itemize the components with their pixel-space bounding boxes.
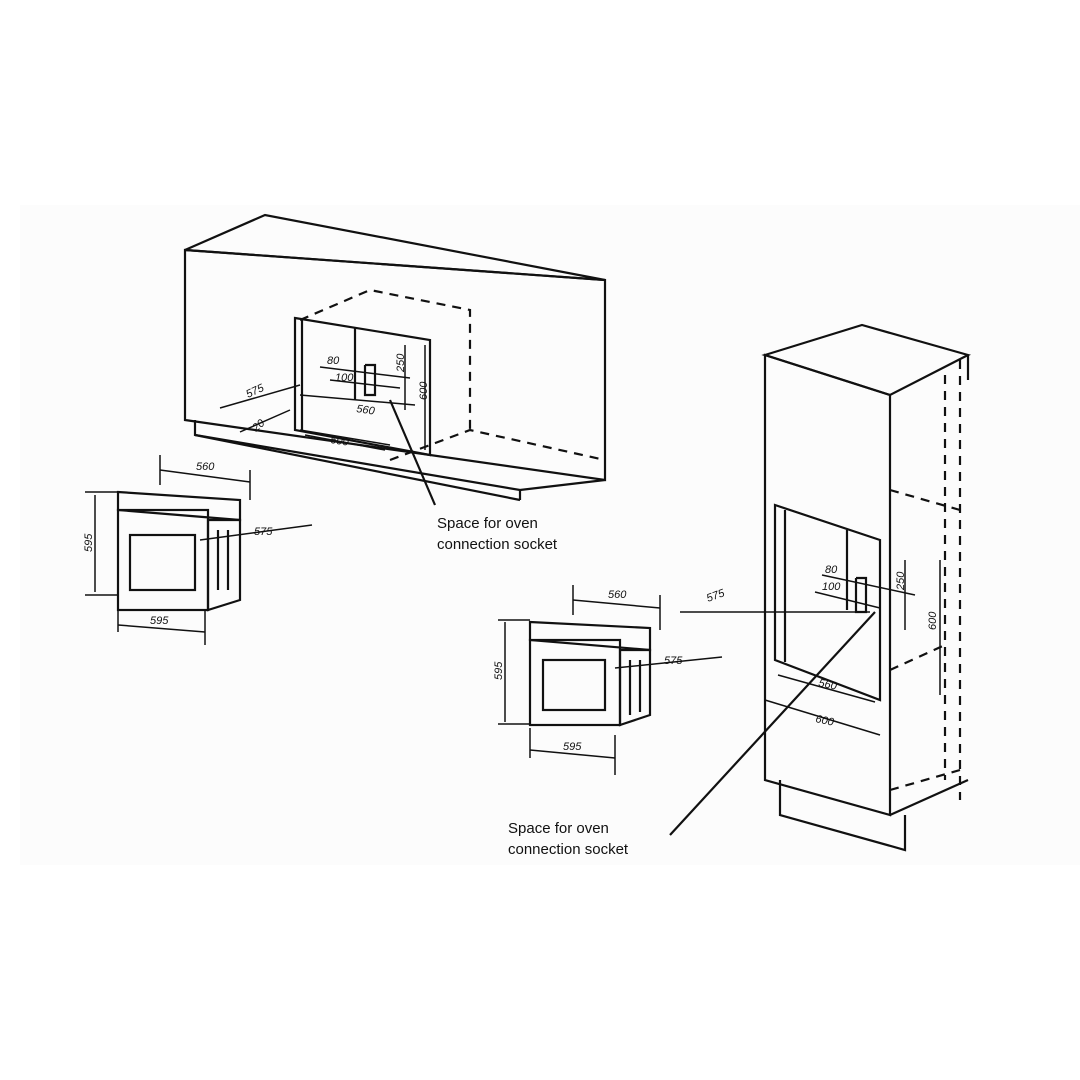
socket-caption-bottom-line2: connection socket	[508, 841, 629, 858]
tall-dim-80: 80	[825, 564, 838, 576]
tall-dim-600-vertical: 600	[927, 611, 939, 630]
dim-250: 250	[395, 353, 407, 373]
right-oven-height: 595	[493, 661, 505, 680]
socket-caption-top-line1: Space for oven	[437, 515, 538, 532]
dim-600-horizontal: 600	[330, 434, 351, 449]
left-oven: 560 595 595 575	[83, 455, 313, 645]
tall-dim-250: 250	[895, 571, 907, 591]
right-oven: 560 595 595 575	[493, 585, 723, 775]
tall-cabinet: 80 100 250 600 575 560 600	[669, 323, 971, 852]
tall-dim-100: 100	[822, 581, 841, 593]
left-oven-width-bottom: 595	[150, 615, 169, 627]
dim-100: 100	[335, 372, 354, 384]
left-oven-height: 595	[83, 533, 95, 552]
dim-80: 80	[327, 355, 340, 367]
tall-dim-560: 560	[817, 677, 838, 693]
undercounter-cabinet: 80 100 250 600 575 20 560 600	[183, 213, 607, 506]
dim-600-vertical: 600	[418, 381, 430, 400]
socket-caption-bottom-line1: Space for oven	[508, 820, 609, 837]
socket-caption-top-line2: connection socket	[437, 536, 558, 553]
dim-560: 560	[356, 403, 377, 418]
left-oven-width-top: 560	[196, 461, 215, 473]
right-oven-width-bottom: 595	[563, 741, 582, 753]
tall-dim-600-horizontal: 600	[814, 713, 835, 729]
background-band	[20, 205, 1080, 865]
right-oven-depth: 575	[664, 655, 683, 667]
right-oven-width-top: 560	[608, 589, 627, 601]
tall-dim-575: 575	[705, 587, 727, 605]
left-oven-depth: 575	[254, 526, 273, 538]
